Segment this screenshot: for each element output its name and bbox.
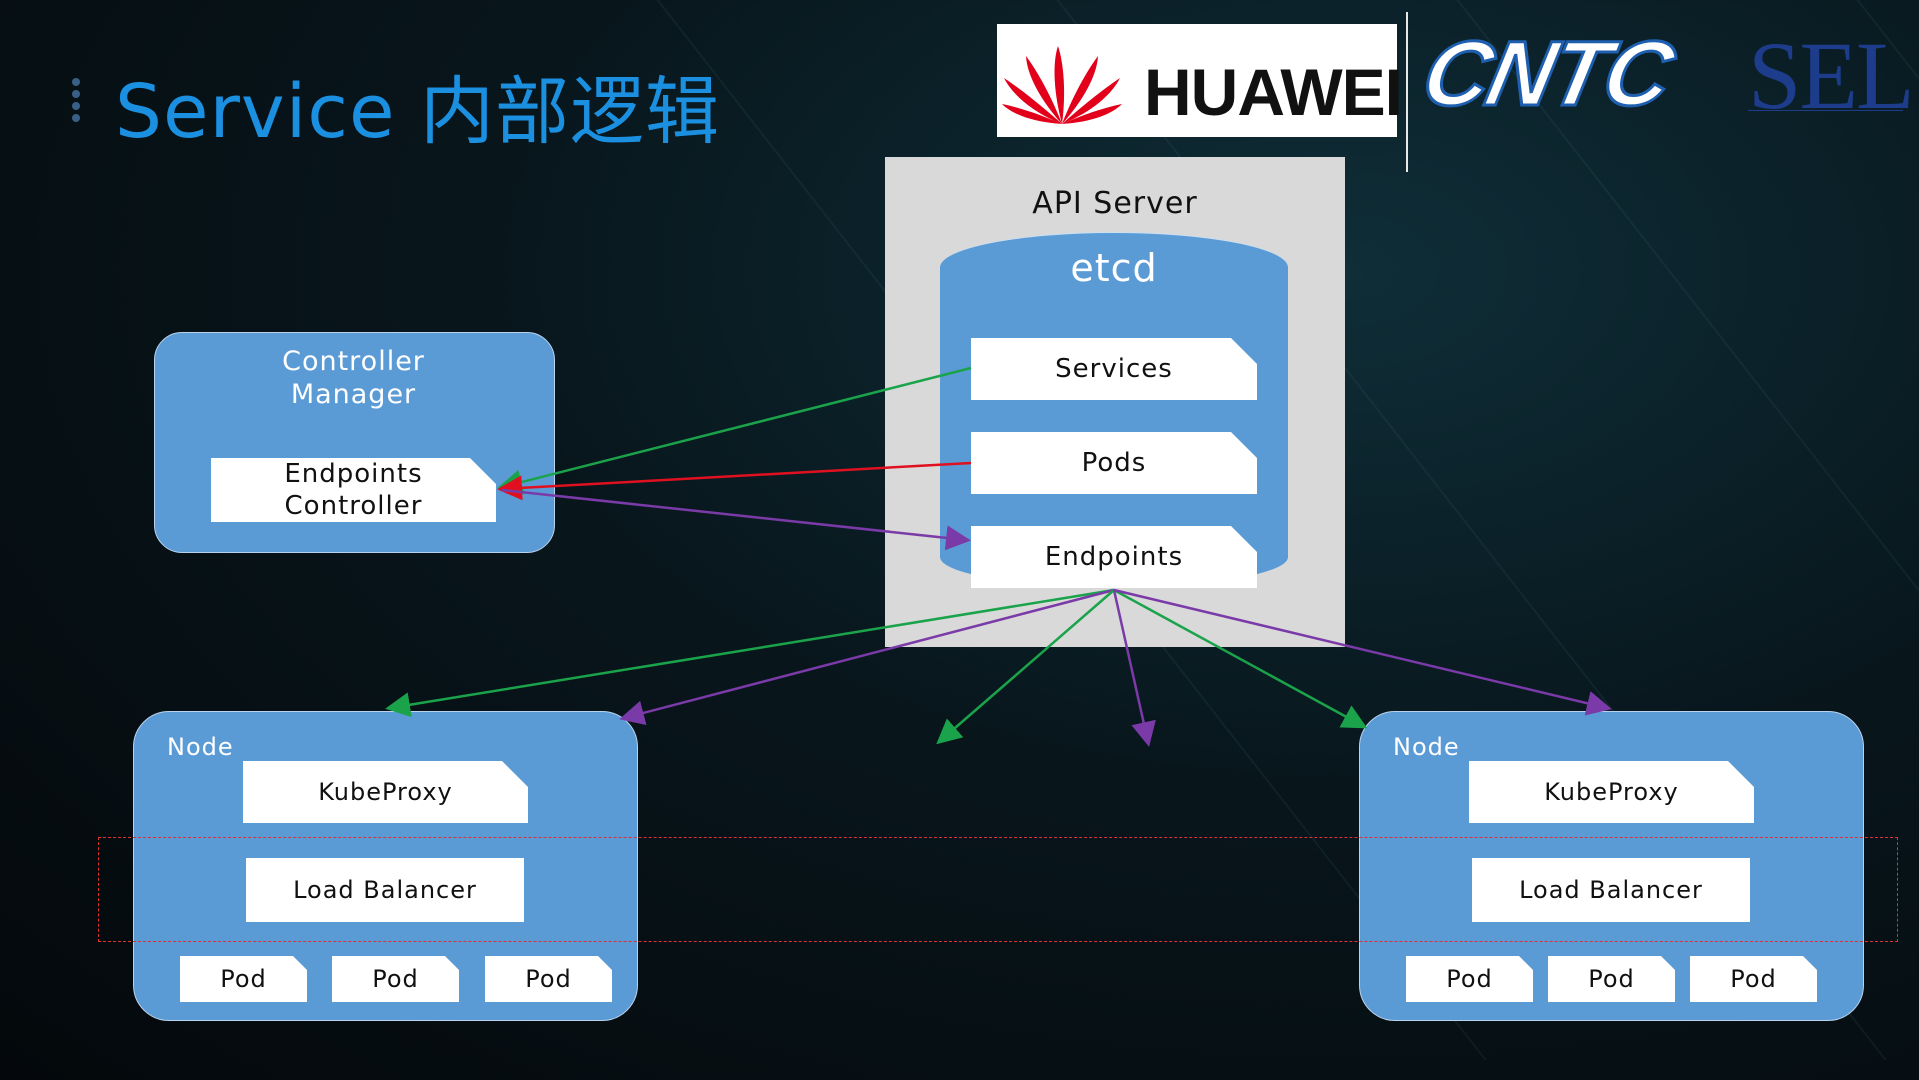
huawei-wordmark: HUAWEI <box>1144 55 1403 129</box>
api-server-label: API Server <box>1032 186 1198 221</box>
sel-logo: SEL <box>1748 22 1915 129</box>
endpoints-controller-card: Endpoints Controller <box>211 458 496 522</box>
etcd-pods-card: Pods <box>971 432 1257 494</box>
load-balancer-highlight-band <box>98 837 1898 942</box>
arrow-endpoints-to-node-left-green <box>385 588 1115 718</box>
arrow-endpoints-down-purple <box>1112 589 1156 747</box>
huawei-petals-icon <box>1002 46 1122 124</box>
etcd-endpoints-card: Endpoints <box>971 526 1257 588</box>
arrow-endpoints-to-node-right-purple <box>1113 588 1612 716</box>
node-left-label: Node <box>167 733 234 761</box>
arrow-pods-to-controller <box>497 461 972 501</box>
arrow-endpoints-to-node-right-green <box>1113 588 1368 729</box>
etcd-services-card: Services <box>971 338 1257 400</box>
etcd-cylinder-top <box>940 232 1288 303</box>
huawei-logo: HUAWEI <box>997 24 1403 137</box>
controller-manager-label: Controller Manager <box>282 346 425 410</box>
slide-title: Service 内部逻辑 <box>115 69 721 155</box>
node-right-pod-card: Pod <box>1548 956 1675 1002</box>
title-bullet-icon <box>72 78 82 126</box>
node-right-pod-card: Pod <box>1690 956 1817 1002</box>
node-left-load-balancer-card: Load Balancer <box>246 858 524 922</box>
arrow-endpoints-to-node-left-purple <box>619 588 1115 726</box>
node-left-pod-card: Pod <box>332 956 459 1002</box>
node-right-kubeproxy-card: KubeProxy <box>1469 761 1754 823</box>
node-right-pod-card: Pod <box>1406 956 1533 1002</box>
arrow-endpoints-down-green <box>936 589 1115 745</box>
node-left-kubeproxy-card: KubeProxy <box>243 761 528 823</box>
node-right-load-balancer-card: Load Balancer <box>1472 858 1750 922</box>
arrow-services-to-controller <box>497 366 972 495</box>
logo-divider <box>1406 12 1408 172</box>
node-left-pod-card: Pod <box>485 956 612 1002</box>
node-right-label: Node <box>1393 733 1460 761</box>
arrow-controller-to-endpoints <box>501 488 971 551</box>
node-left-pod-card: Pod <box>180 956 307 1002</box>
sel-logo-underline <box>1748 110 1903 111</box>
etcd-label: etcd <box>1070 246 1158 290</box>
